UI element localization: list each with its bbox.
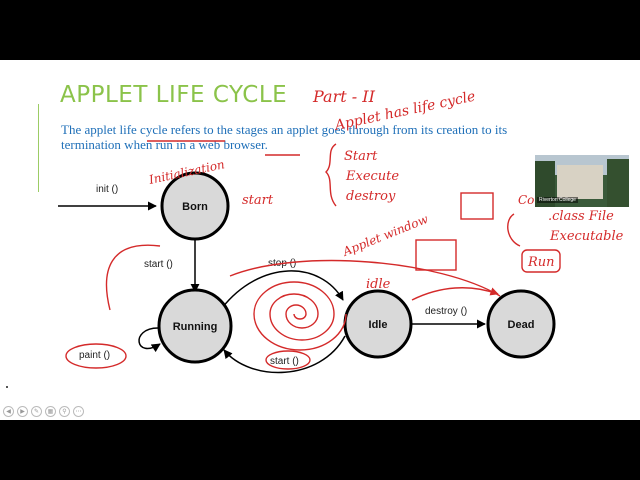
note-part: Part - II [312,87,376,106]
slide-description: The applet life cycle refers to the stag… [61,122,508,152]
note-run: Run [527,255,555,270]
transition-arrows [58,201,486,374]
scribble-spiral [253,281,347,351]
state-dead-label: Dead [508,319,535,331]
state-idle-label: Idle [369,319,388,331]
webcam-video-tile[interactable]: Riverton College [535,155,629,207]
red-loop-line [105,244,501,311]
state-born-label: Born [182,201,208,213]
paint-label: paint () [79,350,110,361]
running-to-idle-arrow [221,270,344,309]
init-label: init () [96,184,118,195]
slides-grid-icon[interactable]: ▦ [45,406,56,417]
handwritten-annotations [65,140,561,370]
note-applet-window: Applet window [340,212,431,260]
slide: APPLET LIFE CYCLE The applet life cycle … [0,60,640,420]
idle-to-running-arrow [223,335,346,374]
note-destroy: destroy [346,189,396,204]
run-box [521,249,561,273]
state-running: Running [157,288,233,364]
pointer-dot [6,386,8,388]
title-accent-bar [38,104,39,192]
class-file-sketch [460,192,494,220]
note-execute: Execute [345,169,399,184]
note-class-file: .class File [548,209,614,224]
next-slide-icon[interactable]: ▶ [17,406,28,417]
note-idle: idle [366,277,391,292]
state-born: Born [160,171,230,241]
zoom-icon[interactable]: ⚲ [59,406,70,417]
start-circle [265,350,311,370]
webcam-building [557,165,603,199]
curly-brace [325,143,337,207]
webcam-name-label: Riverton College [537,197,578,203]
start-label-idle: start () [270,356,299,367]
destroy-label: destroy () [425,306,467,317]
state-running-label: Running [173,321,218,333]
note-executable: Executable [549,229,624,244]
webcam-tree-right [607,159,629,207]
state-idle: Idle [343,289,413,359]
class-bracket [507,213,521,247]
idle-to-dead-red [411,287,499,301]
note-start: Start [344,149,378,164]
slideshow-controls: ◀ ▶ ✎ ▦ ⚲ ⋯ [3,406,84,417]
paint-circle [65,343,127,369]
note-start-born: start [242,193,274,208]
life-cycle-diagram: Born Running Idle Dead init () start () … [58,87,624,374]
more-options-icon[interactable]: ⋯ [73,406,84,417]
webcam-tree-left [535,161,555,207]
paint-loop-arrow [138,327,161,353]
start-label-born: start () [144,259,173,270]
previous-slide-icon[interactable]: ◀ [3,406,14,417]
state-dead: Dead [486,289,556,359]
applet-window-sketch [415,239,457,271]
pen-icon[interactable]: ✎ [31,406,42,417]
slide-title: APPLET LIFE CYCLE [60,82,288,108]
